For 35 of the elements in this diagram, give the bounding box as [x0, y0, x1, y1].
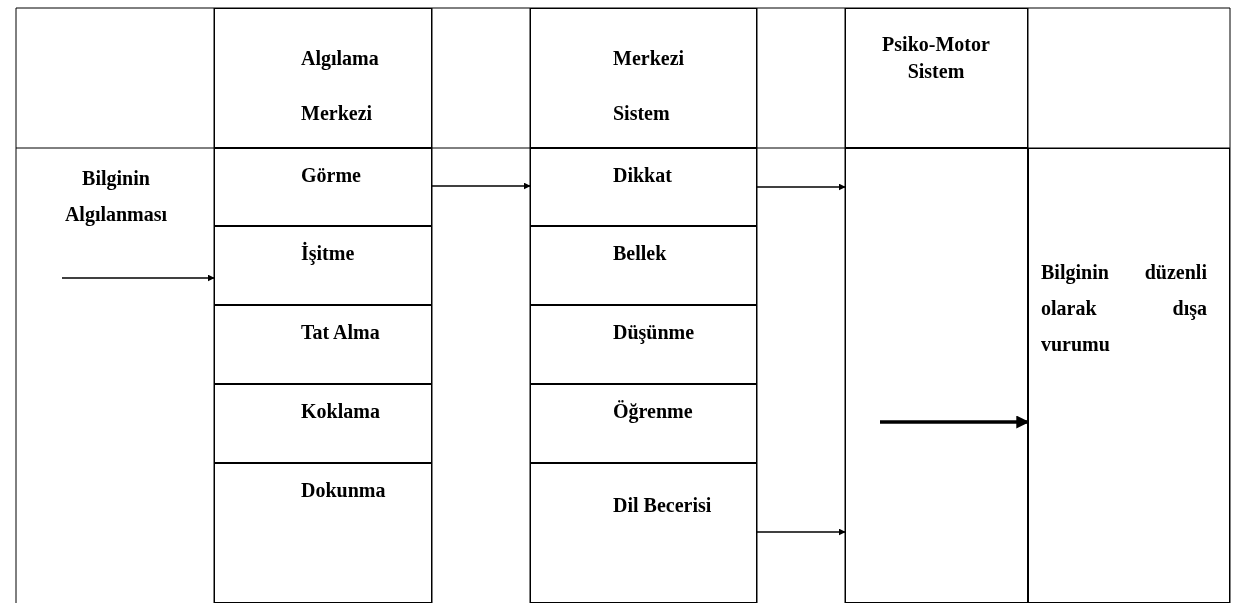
cell-text: Öğrenme: [613, 399, 694, 423]
cell-text: Bilginin Algılanması: [63, 166, 169, 228]
table-cell: [845, 8, 1028, 148]
cell-text: Tat Alma: [301, 320, 381, 344]
table-cell: [214, 226, 432, 305]
table-cell: [1028, 148, 1230, 603]
table-cell: [530, 384, 757, 463]
cell-text: Psiko-Motor Sistem: [881, 32, 991, 84]
table-cell: [214, 463, 432, 603]
arrow: [756, 528, 846, 536]
table-cell: [530, 8, 757, 148]
cell-text: Bilginin düzenli olarak dışa vurumu: [1041, 260, 1207, 357]
table-cell: [530, 226, 757, 305]
cell-text: Dil Becerisi: [613, 493, 713, 518]
table-cell: [214, 8, 432, 148]
table-cell: [214, 305, 432, 384]
cell-text: Algılama Merkezi: [301, 46, 380, 126]
arrow: [880, 415, 1030, 429]
table-cell: [845, 148, 1028, 603]
arrow: [431, 182, 531, 190]
cell-text: Dikkat: [613, 163, 673, 187]
cell-text: Koklama: [301, 399, 381, 423]
cell-text: Görme: [301, 163, 362, 187]
arrow: [61, 274, 215, 282]
table-cell: [214, 148, 432, 226]
table-cell: [530, 148, 757, 226]
table-cell: [214, 384, 432, 463]
cell-text: Bellek: [613, 241, 668, 265]
table-cell: [530, 305, 757, 384]
cell-text: İşitme: [301, 241, 356, 265]
cell-text: Merkezi Sistem: [613, 46, 686, 126]
arrow: [756, 183, 846, 191]
table-cell: [530, 463, 757, 603]
cell-text: Düşünme: [613, 320, 696, 344]
cell-text: Dokunma: [301, 478, 387, 502]
